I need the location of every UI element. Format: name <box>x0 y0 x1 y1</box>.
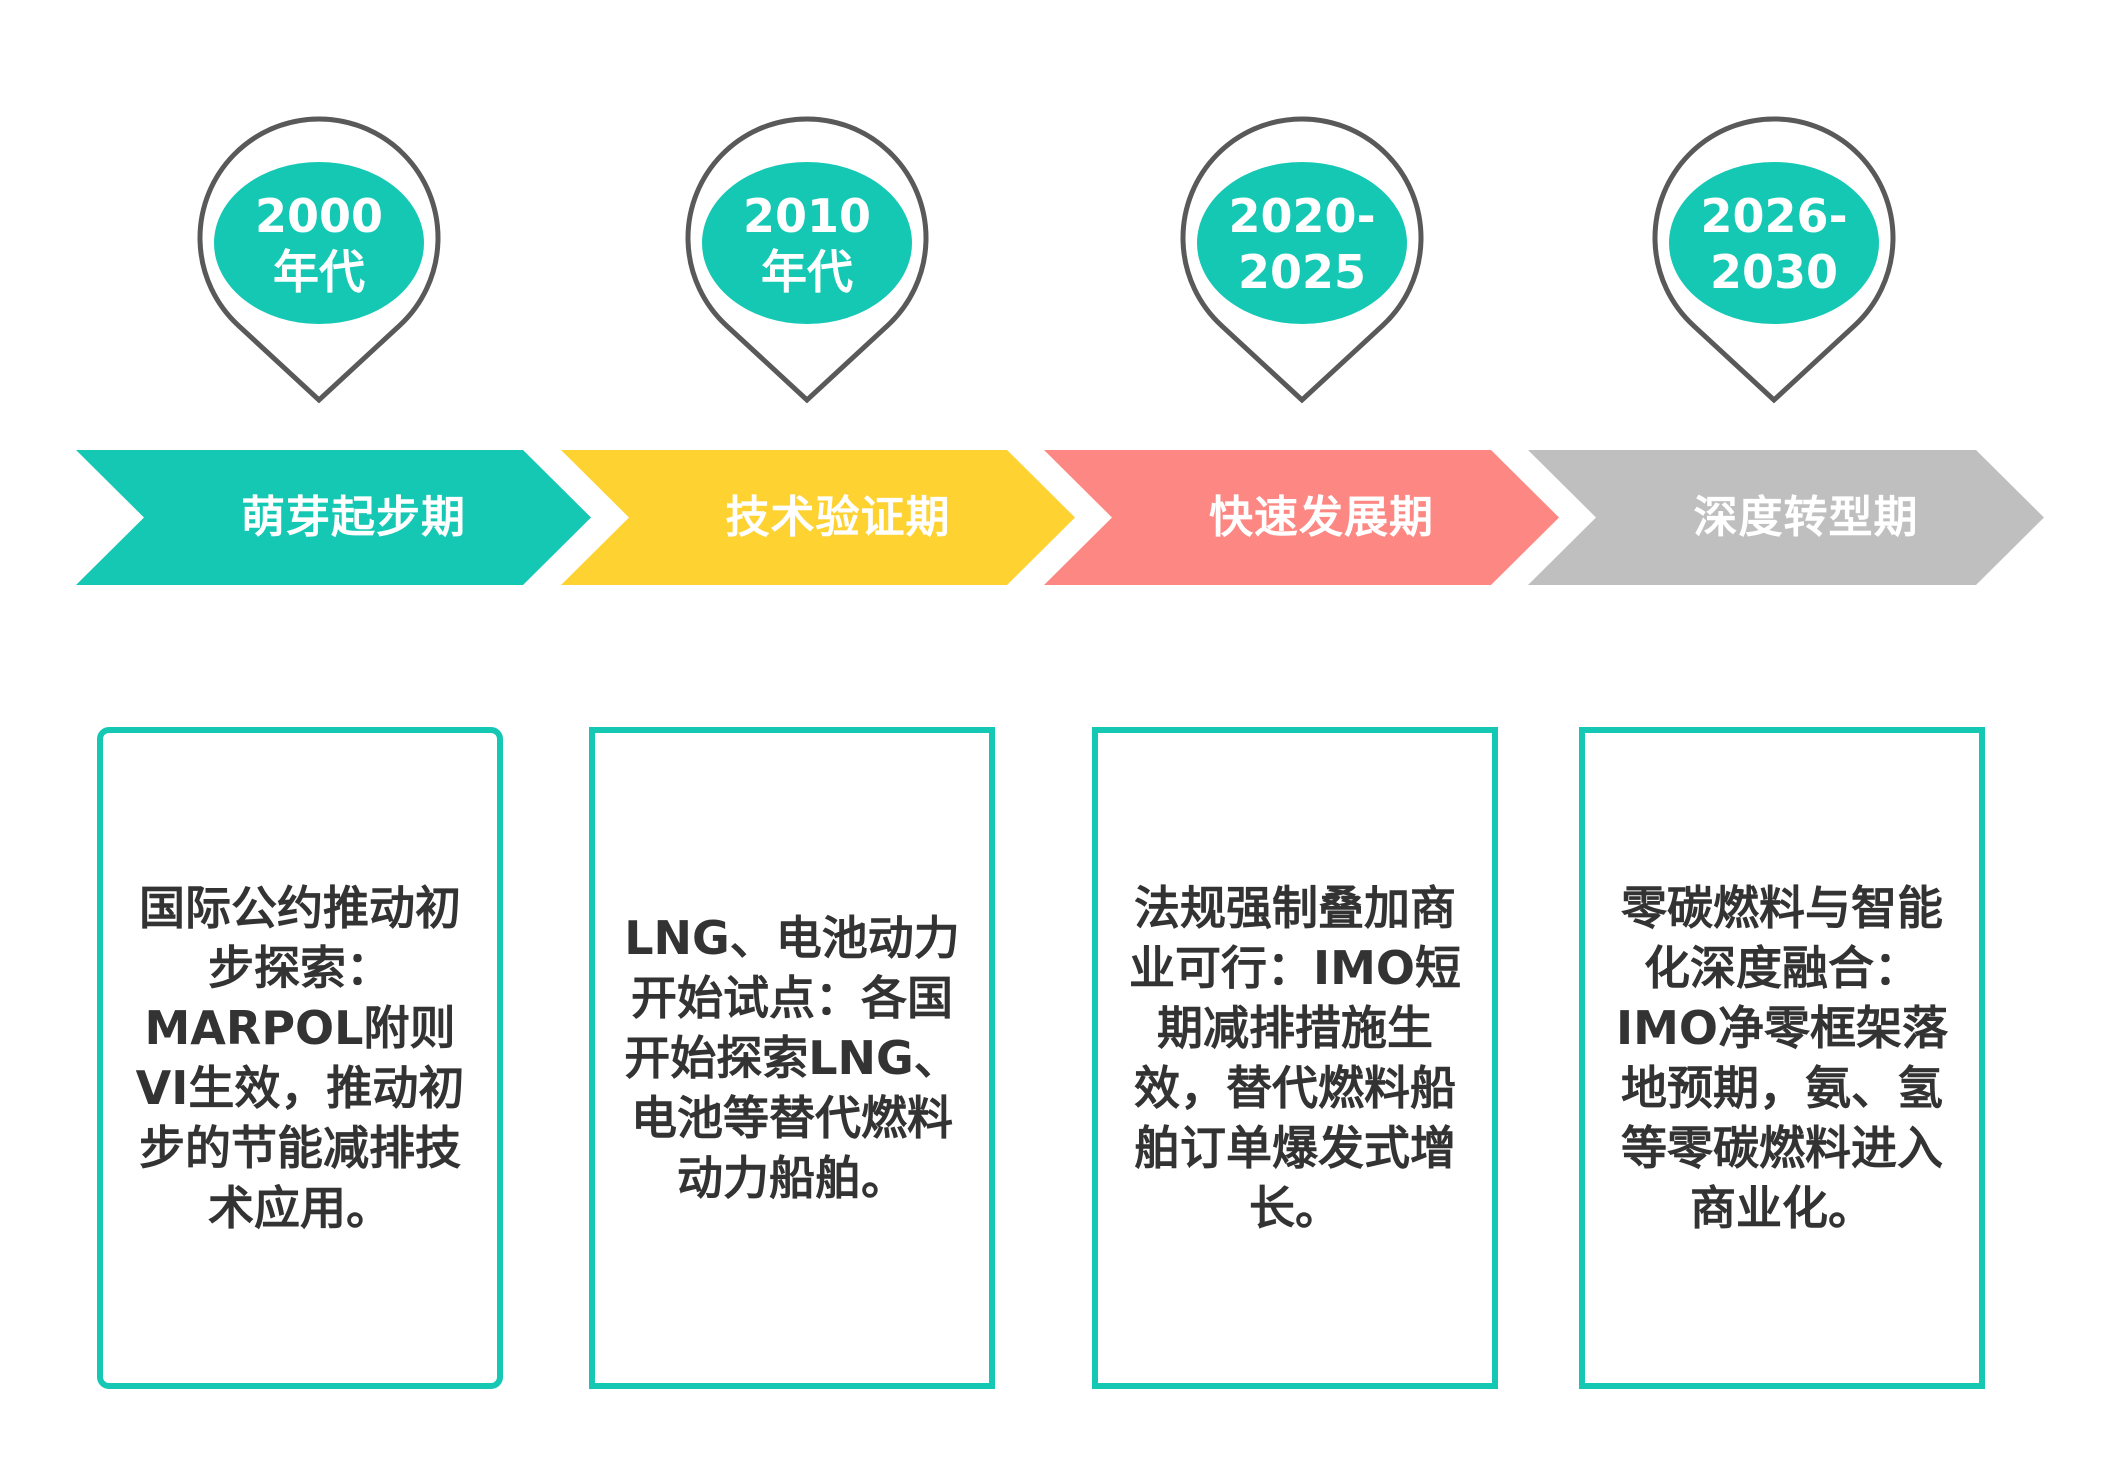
chevron-shape <box>76 450 591 585</box>
description-line: 国际公约推动初 <box>139 881 461 935</box>
description-line: 效，替代燃料船 <box>1134 1061 1456 1115</box>
period-line: 年代 <box>273 245 365 299</box>
period-line: 2026- <box>1700 189 1848 243</box>
period-line: 年代 <box>761 245 853 299</box>
description-card: 零碳燃料与智能化深度融合： IMO净零框架落地预期，氨、氢等零碳燃料进入商业化。 <box>1579 727 1985 1389</box>
phase-arrow: 技术验证期 <box>561 450 1075 585</box>
phase-arrow: 深度转型期 <box>1528 450 2044 585</box>
chevron-shape <box>1044 450 1559 585</box>
phase-arrow: 快速发展期 <box>1044 450 1559 585</box>
description-line: MARPOL附则 <box>144 1001 456 1055</box>
period-line: 2010 <box>742 189 872 243</box>
description-card: LNG、电池动力开始试点：各国开始探索LNG、电池等替代燃料动力船舶。 <box>589 727 995 1389</box>
description-line: 等零碳燃料进入 <box>1621 1121 1943 1175</box>
description-card: 法规强制叠加商业可行：IMO短期减排措施生效，替代燃料船舶订单爆发式增长。 <box>1092 727 1498 1389</box>
description-line: 业可行：IMO短 <box>1129 941 1461 995</box>
description-line: 地预期，氨、氢 <box>1621 1061 1943 1115</box>
period-label: 2020-2025 <box>1172 188 1432 300</box>
description-line: 化深度融合： <box>1644 941 1920 995</box>
period-line: 2000 <box>254 189 384 243</box>
period-label: 2026-2030 <box>1644 188 1904 300</box>
period-line: 2020- <box>1228 189 1376 243</box>
description-line: 术应用。 <box>208 1181 392 1235</box>
period-pin: 2026-2030 <box>1644 112 1904 412</box>
description-line: LNG、电池动力 <box>624 911 960 965</box>
description-line: 开始试点：各国 <box>631 971 953 1025</box>
description-line: IMO净零框架落 <box>1616 1001 1948 1055</box>
description-line: 商业化。 <box>1690 1181 1874 1235</box>
phase-label: 技术验证期 <box>725 492 951 543</box>
description-card: 国际公约推动初步探索： MARPOL附则 VI生效，推动初步的节能减排技术应用。 <box>97 727 503 1389</box>
map-pin-icon <box>1652 116 1896 404</box>
chevron-shape <box>561 450 1075 585</box>
description-line: 舶订单爆发式增 <box>1134 1121 1456 1175</box>
map-pin-icon <box>685 116 929 404</box>
phase-label: 深度转型期 <box>1693 492 1919 543</box>
map-pin-icon <box>1180 116 1424 404</box>
period-pin: 2020-2025 <box>1172 112 1432 412</box>
description-line: 动力船舶。 <box>677 1151 907 1205</box>
phase-label: 萌芽起步期 <box>241 492 466 543</box>
period-line: 2025 <box>1237 245 1367 299</box>
map-pin-icon <box>197 116 441 404</box>
description-line: 步探索： <box>208 941 392 995</box>
description-line: 电池等替代燃料 <box>631 1091 953 1145</box>
phase-arrow: 萌芽起步期 <box>76 450 591 585</box>
description-line: 法规强制叠加商 <box>1134 881 1456 935</box>
description-line: 期减排措施生 <box>1157 1001 1433 1055</box>
description-line: 长。 <box>1249 1181 1341 1235</box>
phase-label: 快速发展期 <box>1209 492 1434 543</box>
chevron-shape <box>1528 450 2044 585</box>
period-line: 2030 <box>1709 245 1839 299</box>
description-line: VI生效，推动初 <box>135 1061 465 1115</box>
description-line: 开始探索LNG、 <box>624 1031 960 1085</box>
description-line: 零碳燃料与智能 <box>1621 881 1943 935</box>
description-line: 步的节能减排技 <box>139 1121 461 1175</box>
